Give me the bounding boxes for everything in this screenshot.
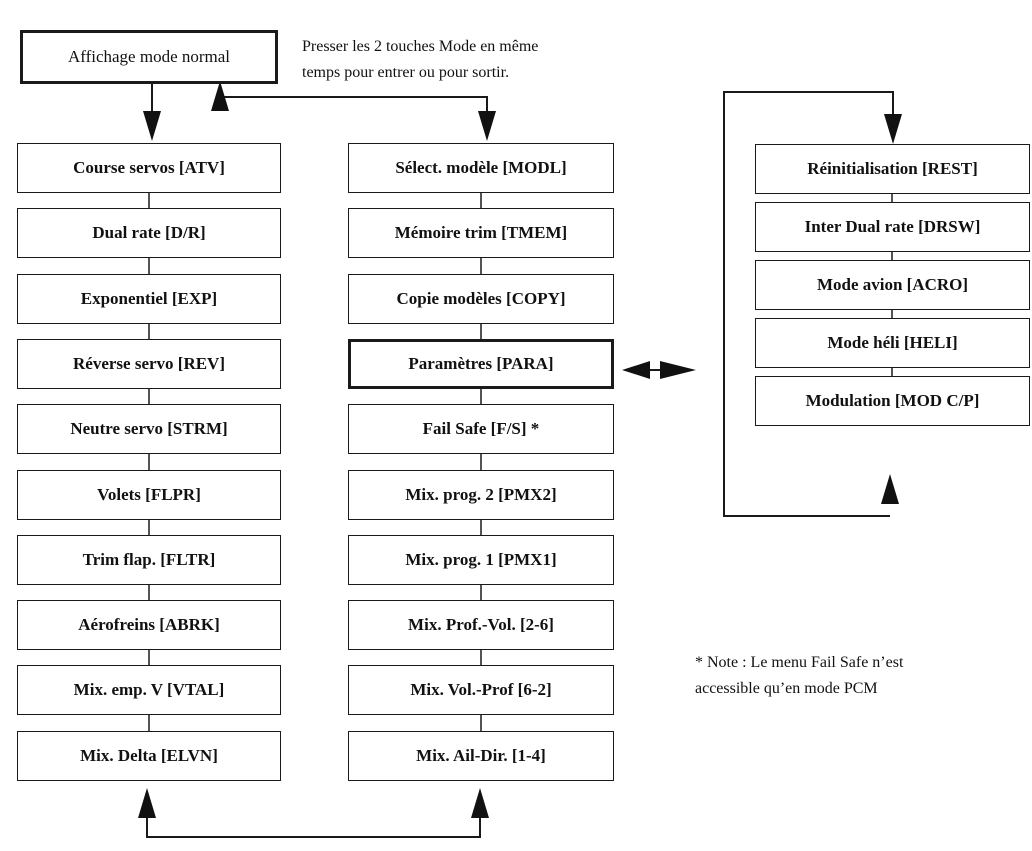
right-menu-item-2: Inter Dual rate [DRSW] <box>755 202 1030 252</box>
para-right-arrow <box>660 361 696 379</box>
right-loop-up-arrow <box>881 474 899 504</box>
bottom-loop-left-arrow <box>138 788 156 818</box>
start-box: Affichage mode normal <box>20 30 278 84</box>
left-menu-item-6: Volets [FLPR] <box>17 470 281 520</box>
left-menu-item-9: Mix. emp. V [VTAL] <box>17 665 281 715</box>
top-loop-line <box>219 96 488 111</box>
middle-menu-item-6: Mix. prog. 2 [PMX2] <box>348 470 614 520</box>
right-menu-item-4: Mode héli [HELI] <box>755 318 1030 368</box>
left-menu-item-10: Mix. Delta [ELVN] <box>17 731 281 781</box>
top-loop-down-arrow <box>478 111 496 141</box>
middle-menu-item-2: Mémoire trim [TMEM] <box>348 208 614 258</box>
left-menu-item-3: Exponentiel [EXP] <box>17 274 281 324</box>
middle-menu-item-4: Paramètres [PARA] <box>348 339 614 389</box>
right-loop-down-arrow <box>884 114 902 144</box>
para-left-arrow <box>622 361 650 379</box>
top-loop-up-arrow <box>211 81 229 111</box>
right-menu-item-3: Mode avion [ACRO] <box>755 260 1030 310</box>
footnote-line-2: accessible qu’en mode PCM <box>695 680 878 697</box>
right-loop-line <box>723 91 894 517</box>
middle-menu-item-5: Fail Safe [F/S] * <box>348 404 614 454</box>
left-menu-item-4: Réverse servo [REV] <box>17 339 281 389</box>
middle-menu-item-3: Copie modèles [COPY] <box>348 274 614 324</box>
middle-menu-item-7: Mix. prog. 1 [PMX1] <box>348 535 614 585</box>
middle-menu-item-8: Mix. Prof.-Vol. [2-6] <box>348 600 614 650</box>
footnote: * Note : Le menu Fail Safe n’est accessi… <box>695 650 903 702</box>
left-menu-item-1: Course servos [ATV] <box>17 143 281 193</box>
right-menu-item-5: Modulation [MOD C/P] <box>755 376 1030 426</box>
middle-menu-item-9: Mix. Vol.-Prof [6-2] <box>348 665 614 715</box>
left-menu-item-8: Aérofreins [ABRK] <box>17 600 281 650</box>
bottom-loop-line <box>146 818 481 838</box>
start-to-left-arrow <box>143 111 161 141</box>
left-menu-item-7: Trim flap. [FLTR] <box>17 535 281 585</box>
middle-menu-item-1: Sélect. modèle [MODL] <box>348 143 614 193</box>
bottom-loop-right-arrow <box>471 788 489 818</box>
instruction-text: Presser les 2 touches Mode en même temps… <box>302 34 538 86</box>
footnote-line-1: * Note : Le menu Fail Safe n’est <box>695 654 904 671</box>
left-menu-item-5: Neutre servo [STRM] <box>17 404 281 454</box>
instruction-line-2: temps pour entrer ou pour sortir. <box>302 64 510 81</box>
middle-menu-item-10: Mix. Ail-Dir. [1-4] <box>348 731 614 781</box>
instruction-line-1: Presser les 2 touches Mode en même <box>302 38 539 55</box>
right-menu-item-1: Réinitialisation [REST] <box>755 144 1030 194</box>
left-menu-item-2: Dual rate [D/R] <box>17 208 281 258</box>
